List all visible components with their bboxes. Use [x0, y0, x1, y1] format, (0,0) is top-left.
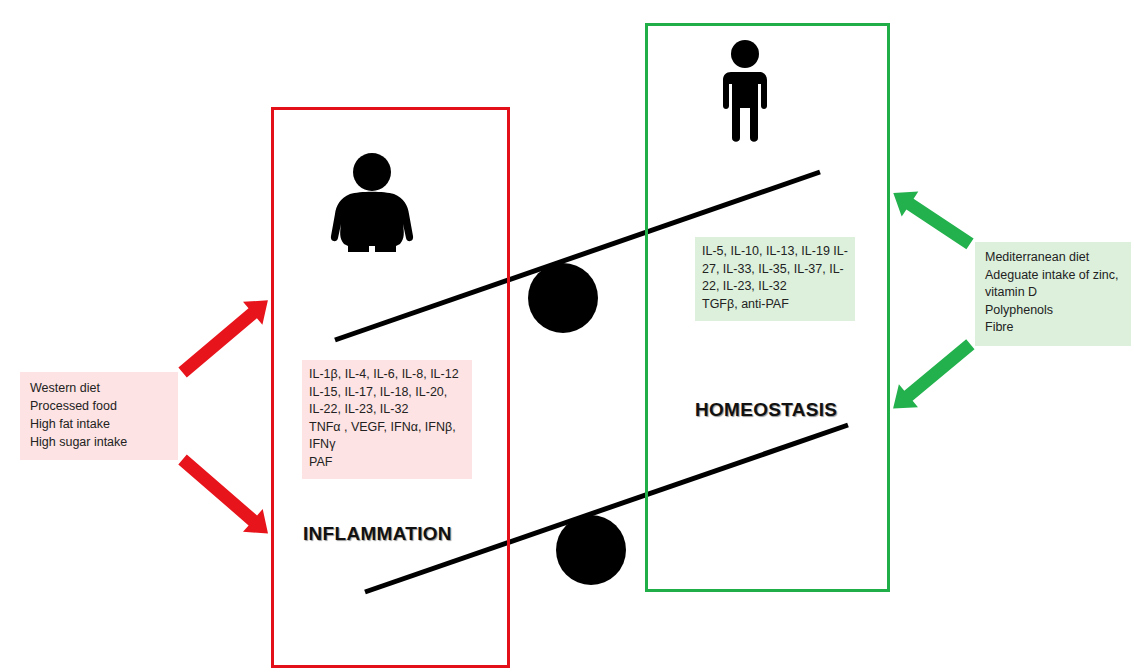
cytokine-list: TNFα , VEGF, IFNα, IFNβ, IFNγ — [309, 419, 465, 454]
diet-factor: High fat intake — [30, 415, 168, 433]
block-arrow — [178, 300, 268, 377]
diet-factor: Processed food — [30, 397, 168, 415]
seesaw-pivot — [528, 263, 598, 333]
diet-factor: Fibre — [985, 319, 1123, 337]
diet-factor: Polyphenols — [985, 302, 1123, 320]
seesaw-pivot — [556, 515, 626, 585]
cytokine-box: IL-5, IL-10, IL-13, IL-19 IL-27, IL-33, … — [695, 237, 855, 321]
homeostasis-region: HOMEOSTASIS IL-5, IL-10, IL-13, IL-19 IL-… — [645, 23, 890, 592]
diet-factor-box: Western dietProcessed foodHigh fat intak… — [20, 372, 178, 460]
obese-person-icon — [331, 153, 413, 252]
block-arrow — [893, 339, 974, 408]
diet-factor-box: Mediterranean dietAdeguate intake of zin… — [975, 242, 1131, 346]
diet-factor: Mediterranean diet — [985, 249, 1123, 267]
cytokine-list: IL-1β, IL-4, IL-6, IL-8, IL-12 IL-15, IL… — [309, 366, 465, 419]
state-label: HOMEOSTASIS — [695, 399, 837, 421]
diet-factor: Western diet — [30, 379, 168, 397]
cytokine-list: PAF — [309, 454, 465, 472]
cytokine-box: IL-1β, IL-4, IL-6, IL-8, IL-12 IL-15, IL… — [302, 360, 472, 479]
diet-factor: High sugar intake — [30, 433, 168, 451]
inflammation-region: INFLAMMATION IL-1β, IL-4, IL-6, IL-8, IL-… — [271, 107, 510, 668]
block-arrow — [178, 455, 268, 534]
diet-factor: Adeguate intake of zinc, vitamin D — [985, 267, 1123, 302]
cytokine-list: TGFβ, anti-PAF — [702, 296, 848, 314]
block-arrow — [893, 192, 973, 250]
slim-person-icon — [723, 40, 767, 142]
state-label: INFLAMMATION — [303, 523, 452, 545]
cytokine-list: IL-5, IL-10, IL-13, IL-19 IL-27, IL-33, … — [702, 243, 848, 296]
